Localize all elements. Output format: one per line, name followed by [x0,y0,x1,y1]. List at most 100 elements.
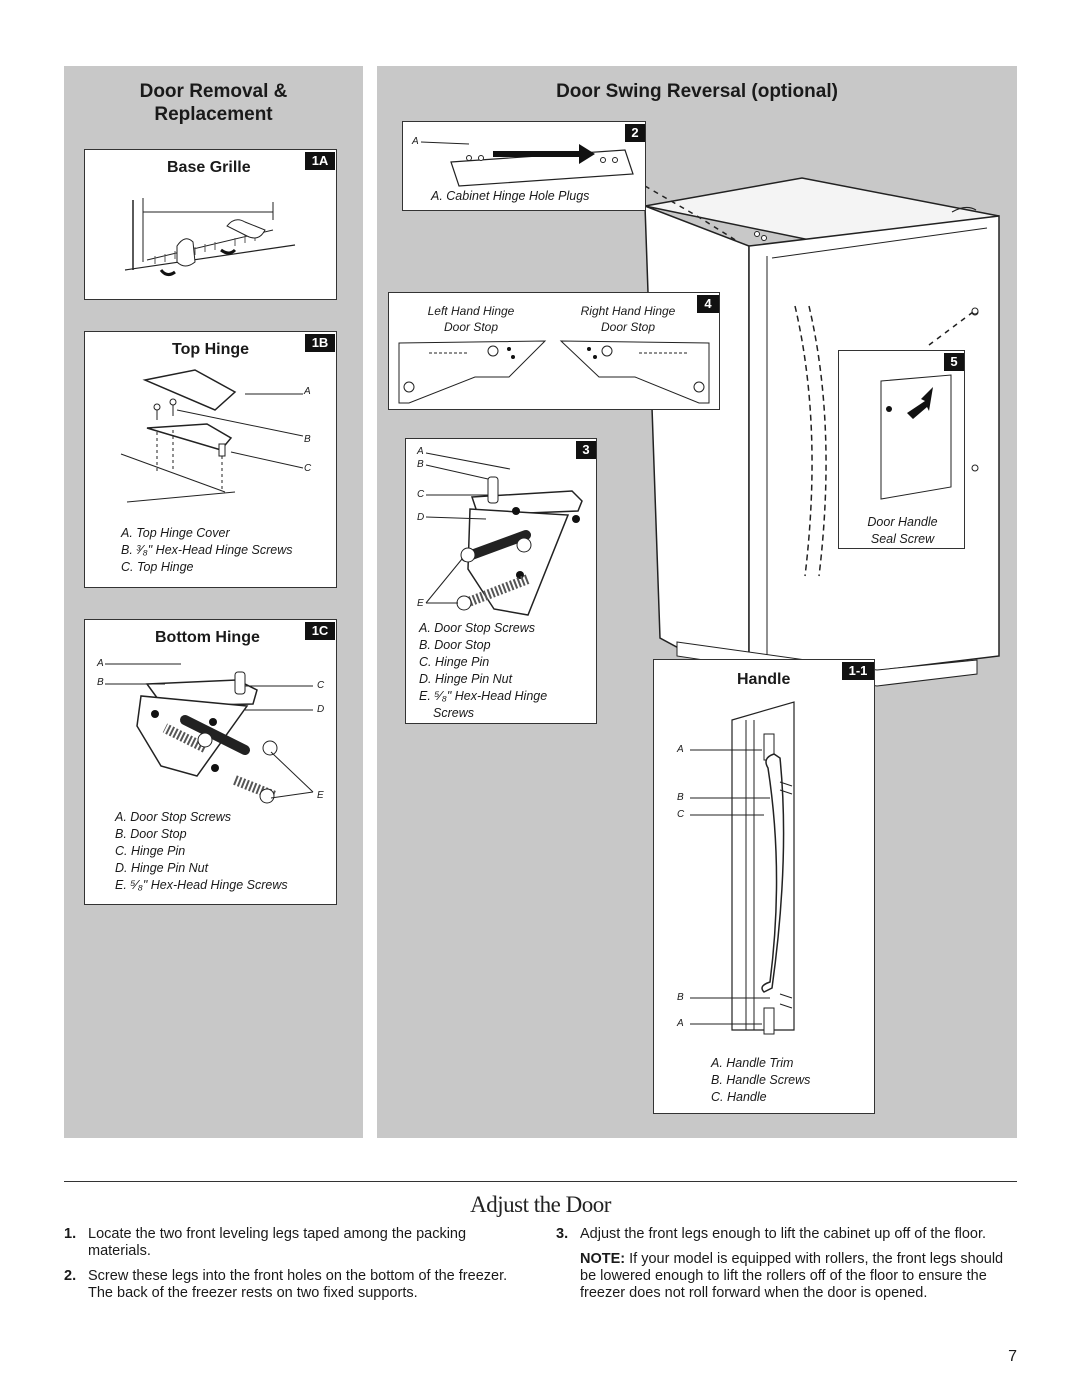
caption-line: C. Handle [711,1090,767,1104]
bottom-hinge-illustration [105,663,314,804]
step4-badge: 4 [697,295,719,313]
top-hinge-captions: A. Top Hinge Cover B. ³⁄₈" Hex-Head Hing… [121,525,293,576]
note: NOTE: If your model is equipped with rol… [556,1251,1004,1302]
handle-title: Handle [737,671,791,688]
step2-letter-a: A [412,136,419,147]
note-text: If your model is equipped with rollers, … [580,1251,1004,1301]
base-grille-illustration [124,198,296,277]
bottom-hinge-badge: 1C [305,622,335,640]
step4-right-label: Right Hand Hinge Door Stop [575,303,681,335]
step3-letter-c: C [417,489,425,500]
step3-captions: A. Door Stop Screws B. Door Stop C. Hing… [419,620,547,722]
top-hinge-letter-c: C [304,463,312,474]
step-text: Screw these legs into the front holes on… [88,1268,508,1301]
handle-letter-c: C [677,809,685,820]
step2-badge: 2 [625,124,645,142]
caption-line: Seal Screw [870,532,935,546]
top-hinge-letter-b: B [304,434,311,445]
base-grille-title: Base Grille [167,159,251,176]
handle-letter-b2: B [677,992,684,1003]
step-number: 3. [556,1226,569,1242]
bottom-hinge-box: Bottom Hinge 1C A B C D E A. Door Stop S… [84,619,337,905]
step3-letter-e: E [417,598,424,609]
step-item: 1. Locate the two front leveling legs ta… [64,1226,512,1260]
step4-illustration [398,340,710,404]
page-number: 7 [1008,1348,1017,1365]
caption-line: A. Top Hinge Cover [121,526,230,540]
caption-line: A. Door Stop Screws [115,810,232,824]
handle-letter-b: B [677,792,684,803]
step3-letter-a: A [417,446,424,457]
freezer-illustration [644,177,1000,688]
bottom-hinge-letter-c: C [317,680,325,691]
note-label: NOTE: [580,1251,626,1267]
step-number: 1. [64,1226,77,1242]
top-hinge-illustration [120,369,304,503]
handle-box: Handle 1-1 A B C B A A. Handle Trim B. H… [653,659,875,1114]
step5-box: 5 Door Handle Seal Screw [838,350,965,549]
handle-illustration [690,701,795,1035]
caption-line: C. Top Hinge [121,560,194,574]
caption-line: E. ⁵⁄₈" Hex-Head Hinge Screws [115,878,288,892]
caption-line: B. Door Stop [419,638,491,652]
section-rule [64,1181,1017,1182]
caption-line: C. Hinge Pin [115,844,186,858]
right-panel-title: Door Swing Reversal (optional) [556,81,838,102]
top-hinge-badge: 1B [305,334,335,352]
left-panel-title: Door Removal & Replacement [64,80,363,126]
top-hinge-box: Top Hinge 1B A B C A. Top Hinge Cover B.… [84,331,337,588]
handle-letter-a: A [677,744,684,755]
left-title-line1: Door Removal & [139,81,288,102]
caption-line: E. ⁵⁄₈" Hex-Head Hinge [419,689,548,703]
step5-caption: Door Handle Seal Screw [839,514,966,548]
step5-seal-screws [971,307,979,472]
step4-box: 4 Left Hand Hinge Door Stop Right Hand H… [388,292,720,410]
base-grille-badge: 1A [305,152,335,170]
handle-badge: 1-1 [842,662,874,680]
caption-line: Door Handle [867,515,938,529]
bottom-hinge-title: Bottom Hinge [155,629,260,646]
caption-line: B. ³⁄₈" Hex-Head Hinge Screws [121,543,293,557]
label-line: Door Stop [443,320,499,334]
bottom-hinge-letter-b: B [97,677,104,688]
caption-line: B. Handle Screws [711,1073,811,1087]
base-grille-box: Base Grille 1A [84,149,337,300]
steps-left-column: 1. Locate the two front leveling legs ta… [64,1226,512,1310]
section-title: Adjust the Door [470,1192,611,1217]
step3-letter-d: D [417,512,425,523]
step2-caption: A. Cabinet Hinge Hole Plugs [431,189,590,203]
steps-right-column: 3. Adjust the front legs enough to lift … [556,1226,1004,1310]
step3-box: 3 A B C D E A. Door Stop Screws B. Door … [405,438,597,724]
step4-left-label: Left Hand Hinge Door Stop [421,303,521,335]
label-line: Door Stop [600,320,656,334]
caption-line: D. Hinge Pin Nut [115,861,209,875]
bottom-hinge-letter-d: D [317,704,325,715]
step-item: 3. Adjust the front legs enough to lift … [556,1226,1004,1243]
caption-line: A. Door Stop Screws [419,621,536,635]
label-line: Right Hand Hinge [580,304,676,318]
bottom-hinge-letter-e: E [317,790,324,801]
label-line: Left Hand Hinge [427,304,515,318]
step5-illustration [880,374,952,500]
caption-line: Screws [433,706,474,720]
step2-illustration [420,141,634,187]
top-hinge-title: Top Hinge [172,341,250,358]
caption-line: D. Hinge Pin Nut [419,672,513,686]
step3-illustration [425,452,583,616]
step-text: Adjust the front legs enough to lift the… [580,1226,987,1242]
step3-badge: 3 [576,441,596,459]
top-hinge-letter-a: A [304,386,311,397]
caption-line: C. Hinge Pin [419,655,490,669]
step-number: 2. [64,1268,77,1284]
step-text: Locate the two front leveling legs taped… [88,1226,467,1259]
caption-line: A. Handle Trim [711,1056,794,1070]
step-item: 2. Screw these legs into the front holes… [64,1268,512,1302]
step3-letter-b: B [417,459,424,470]
handle-letter-a2: A [677,1018,684,1029]
handle-captions: A. Handle Trim B. Handle Screws C. Handl… [711,1055,810,1106]
bottom-hinge-letter-a: A [97,658,104,669]
bottom-hinge-captions: A. Door Stop Screws B. Door Stop C. Hing… [115,809,288,894]
caption-line: B. Door Stop [115,827,187,841]
step2-box: 2 A A. Cabinet Hinge Hole Plugs [402,121,646,211]
step5-badge: 5 [944,353,964,371]
